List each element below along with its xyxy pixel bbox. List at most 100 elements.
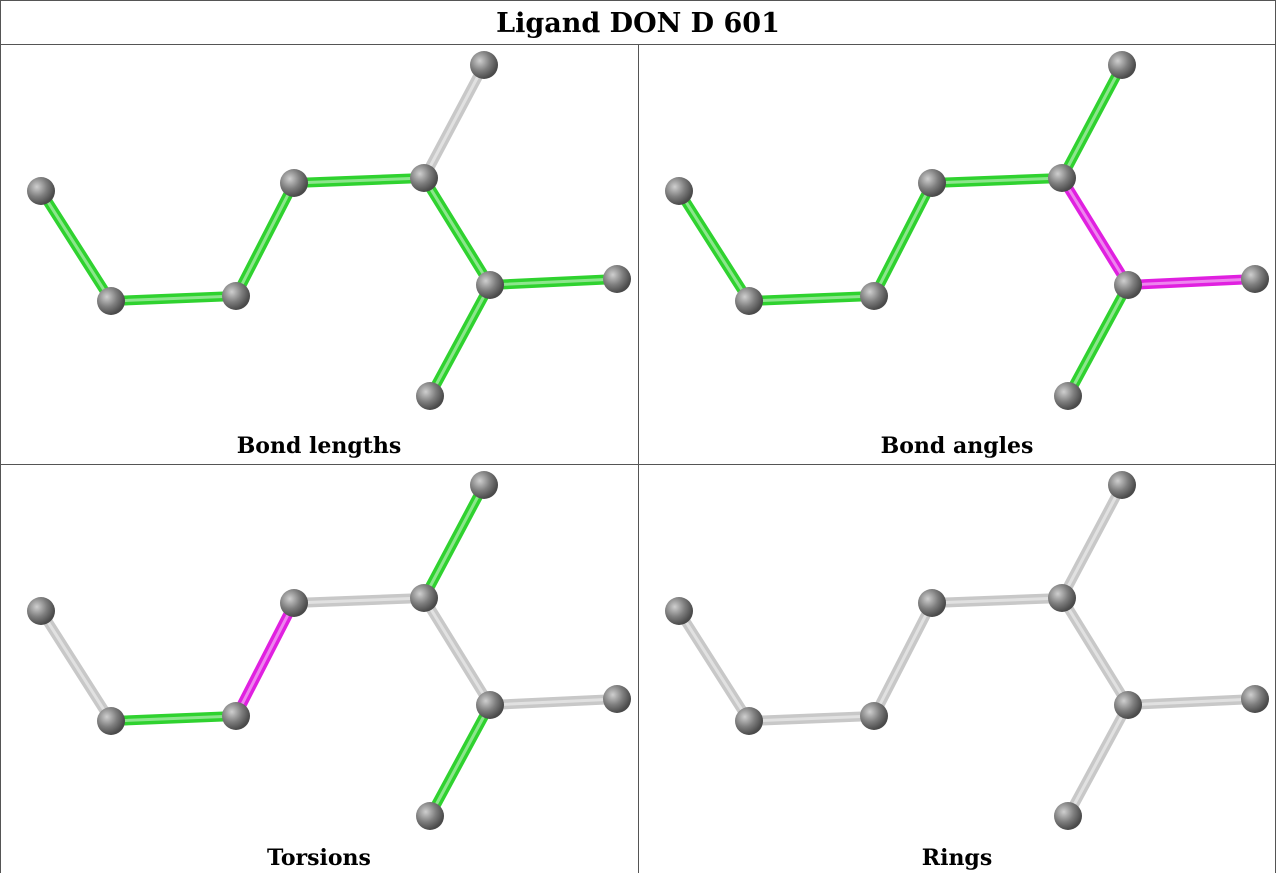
atom [410,584,438,612]
bond [485,274,622,290]
caption-rings: Rings [921,845,993,871]
bond-highlight [677,609,751,723]
bond-highlight [109,294,238,303]
bond-highlight [1126,277,1257,287]
bond [1057,480,1127,603]
bond-highlight [39,189,113,303]
atom [280,589,308,617]
atom [1054,802,1082,830]
atom [918,589,946,617]
bond-highlight [109,714,238,723]
bond [419,593,495,710]
figure-title: Ligand DON D 601 [496,8,780,39]
atom [1054,382,1082,410]
bond [425,700,495,821]
bond [869,598,937,721]
bond [231,598,299,721]
atom [1241,265,1269,293]
bond-highlight [872,181,934,298]
bond [289,593,429,608]
bond-highlight [292,596,426,605]
atom [476,271,504,299]
atom [222,282,250,310]
bond [419,480,489,603]
bond [1063,700,1133,821]
bond [1057,173,1133,290]
bond-highlight [930,596,1064,605]
atom [97,707,125,735]
atom [860,282,888,310]
atom [470,471,498,499]
bond-highlight [1060,176,1130,287]
atom [1108,471,1136,499]
atom [665,597,693,625]
bond-highlight [488,697,619,707]
bond [289,173,429,188]
atom [416,382,444,410]
bond-highlight [747,714,876,723]
bond-highlight [39,609,113,723]
bond-highlight [422,176,492,287]
caption-bond-lengths: Bond lengths [236,433,402,459]
atom [1048,164,1076,192]
bond-highlight [1060,483,1124,600]
bond-highlight [1066,703,1130,818]
atom [27,597,55,625]
panel-torsions: Torsions [1,465,638,873]
atom [1114,271,1142,299]
caption-torsions: Torsions [267,845,371,871]
bond-highlight [234,181,296,298]
bond [744,711,879,726]
bond-highlight [428,703,492,818]
bond-highlight [422,596,492,707]
atom [603,685,631,713]
atom [1241,685,1269,713]
bond-highlight [1060,596,1130,707]
atom [860,702,888,730]
bond [231,178,299,301]
atom [735,707,763,735]
panel-bond-lengths: Bond lengths [1,45,638,464]
caption-bond-angles: Bond angles [880,433,1034,459]
bond [744,291,879,306]
atom [476,691,504,719]
atom [1048,584,1076,612]
bond [1063,280,1133,401]
bond-highlight [292,176,426,185]
panel-bond-angles: Bond angles [639,45,1275,464]
bond-highlight [1066,283,1130,398]
bond-highlight [422,483,486,600]
atom [97,287,125,315]
bond [36,606,116,726]
atom [1114,691,1142,719]
bond-highlight [1126,697,1257,707]
bond [1057,60,1127,183]
bond [419,60,489,183]
atom [410,164,438,192]
bond [419,173,495,290]
bond-highlight [677,189,751,303]
bond [1123,274,1260,290]
atom [222,702,250,730]
atom [603,265,631,293]
atom [665,177,693,205]
panel-rings: Rings [639,465,1275,873]
atom [1108,51,1136,79]
bond [36,186,116,306]
bond [927,173,1067,188]
bond [674,606,754,726]
bond [927,593,1067,608]
left-border [0,0,1,873]
top-border [0,0,1276,1]
bond [106,711,241,726]
bond-highlight [488,277,619,287]
bond [425,280,495,401]
bond-highlight [1060,63,1124,180]
bond [1123,694,1260,710]
bond [674,186,754,306]
bond-highlight [872,601,934,718]
atom [27,177,55,205]
bond [869,178,937,301]
bond-highlight [422,63,486,180]
